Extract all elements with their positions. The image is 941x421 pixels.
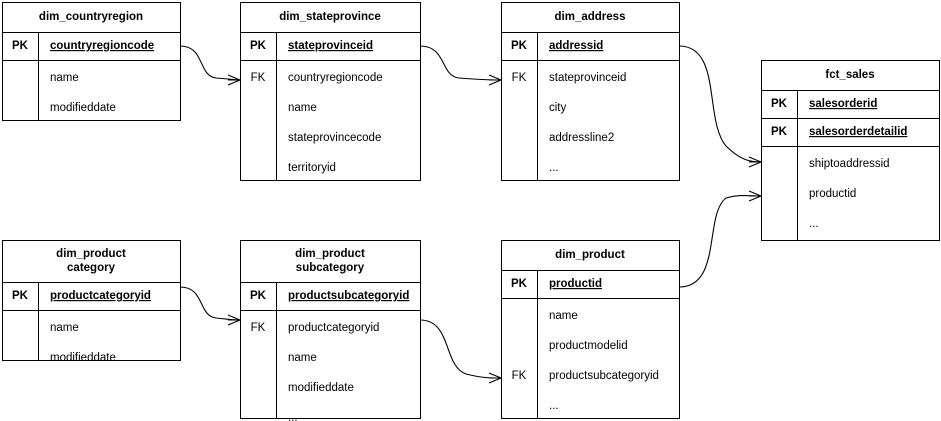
attribute-field: stateprovinceid (549, 72, 626, 84)
entity-outline (501, 2, 680, 181)
attribute-field: name (288, 352, 317, 364)
attribute-field: productmodelid (549, 340, 628, 352)
key-marker-pk: PK (771, 98, 788, 110)
entity-outline (501, 240, 680, 419)
key-marker-fk: FK (251, 322, 266, 334)
key-marker-fk: FK (512, 370, 527, 382)
relationship-line (678, 194, 762, 288)
relationship-rel-subcategory-product[interactable] (419, 314, 502, 384)
primary-key-field: salesorderdetailid (809, 126, 907, 138)
entity-title: dim_stateprovince (279, 11, 381, 23)
relationship-rel-countryregion-stateprovince[interactable] (179, 40, 241, 86)
attribute-field: ... (549, 162, 559, 174)
entity-outline (240, 2, 421, 181)
relationship-line (179, 286, 241, 321)
attribute-field: countryregioncode (288, 72, 383, 84)
primary-key-field: salesorderid (809, 98, 877, 110)
key-marker-pk: PK (250, 40, 267, 52)
relationship-line (419, 45, 502, 81)
entity-title: dim_product (555, 249, 625, 261)
attribute-field: ... (288, 412, 298, 421)
relationship-rel-stateprovince-address[interactable] (419, 40, 502, 86)
cardinality-many-marker (227, 74, 241, 86)
cardinality-many-marker (488, 74, 502, 86)
entity-title: category (67, 262, 116, 274)
attribute-field: modifieddate (50, 352, 116, 364)
primary-key-field: productid (549, 278, 602, 290)
primary-key-field: productcategoryid (50, 290, 151, 302)
entity-outline (240, 240, 421, 419)
entity-outline (2, 240, 181, 361)
relationship-line (678, 45, 762, 163)
relationship-rel-product-fctsales[interactable] (678, 190, 762, 293)
attribute-field: addressline2 (549, 132, 614, 144)
primary-key-field: stateprovinceid (288, 40, 373, 52)
entity-title: dim_address (555, 11, 626, 23)
primary-key-field: countryregioncode (50, 40, 154, 52)
key-marker-fk: FK (512, 72, 527, 84)
entity-title: fct_sales (825, 69, 874, 81)
relationship-rel-address-fctsales[interactable] (678, 40, 762, 168)
key-marker-pk: PK (250, 290, 267, 302)
attribute-field: productid (809, 188, 856, 200)
key-marker-fk: FK (251, 72, 266, 84)
entity-title: dim_product (56, 248, 126, 260)
attribute-field: name (50, 322, 79, 334)
relationship-line (419, 319, 502, 379)
attribute-field: name (288, 102, 317, 114)
attribute-field: modifieddate (288, 382, 354, 394)
key-marker-pk: PK (511, 278, 528, 290)
relationship-line (179, 45, 241, 81)
attribute-field: territoryid (288, 162, 336, 174)
entity-title: dim_countryregion (39, 11, 143, 23)
attribute-field: shiptoaddressid (809, 158, 890, 170)
cardinality-many-marker (748, 156, 762, 168)
attribute-field: productsubcategoryid (549, 370, 659, 382)
cardinality-many-marker (488, 372, 502, 384)
entity-outline (2, 2, 181, 121)
attribute-field: ... (549, 400, 559, 412)
attribute-field: stateprovincecode (288, 132, 381, 144)
key-marker-pk: PK (771, 126, 788, 138)
entity-title: dim_product (295, 248, 365, 260)
attribute-field: name (549, 310, 578, 322)
primary-key-field: productsubcategoryid (288, 290, 409, 302)
attribute-field: productcategoryid (288, 322, 379, 334)
attribute-field: modifieddate (50, 102, 116, 114)
key-marker-pk: PK (12, 40, 29, 52)
cardinality-many-marker (227, 314, 241, 326)
attribute-field: name (50, 72, 79, 84)
entity-title: subcategory (296, 262, 365, 274)
relationship-rel-productcategory-subcategory[interactable] (179, 281, 241, 326)
cardinality-many-marker (748, 190, 762, 202)
key-marker-pk: PK (511, 40, 528, 52)
attribute-field: ... (809, 218, 819, 230)
key-marker-pk: PK (12, 290, 29, 302)
primary-key-field: addressid (549, 40, 603, 52)
entity-outline (761, 60, 940, 241)
attribute-field: city (549, 102, 567, 114)
